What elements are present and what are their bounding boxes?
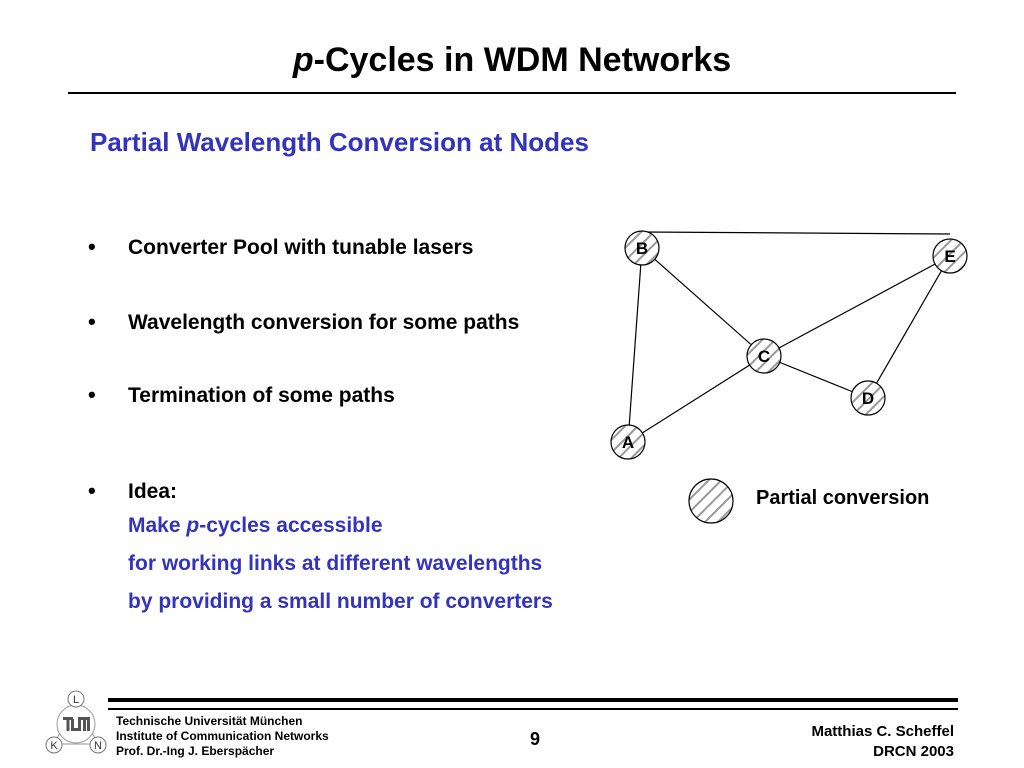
link-c-e [763, 255, 951, 357]
node-c-label: C [758, 347, 770, 366]
logo-letter-l: L [73, 694, 79, 706]
institute-logo-icon: L K N [45, 690, 107, 754]
slide-title: p-Cycles in WDM Networks [0, 38, 1024, 82]
link-c-d [763, 355, 869, 399]
footer-divider-thin [108, 708, 958, 710]
legend-label: Partial conversion [756, 487, 930, 509]
title-italic-p: p [292, 41, 314, 79]
footer-divider-thick [108, 698, 958, 702]
idea-line-3: by providing a small number of converter… [128, 590, 553, 613]
node-c: C [746, 338, 782, 374]
bullet-wavelength-conversion: Wavelength conversion for some paths [128, 311, 520, 334]
bullet-marker: • [88, 382, 96, 407]
footer-author: Matthias C. Scheffel [811, 723, 954, 740]
node-e-label: E [944, 247, 955, 266]
slide-subtitle: Partial Wavelength Conversion at Nodes [90, 127, 589, 157]
footer-institute: Institute of Communication Networks [116, 729, 329, 743]
idea-line-1-post: -cycles accessible [199, 514, 383, 537]
link-a-b [627, 247, 643, 443]
footer-professor: Prof. Dr.-Ing J. Eberspächer [116, 744, 275, 758]
node-d: D [850, 380, 886, 416]
legend-hatched-circle-icon [688, 478, 734, 524]
node-e: E [932, 238, 968, 274]
bullet-marker: • [88, 309, 96, 334]
link-a-c [627, 355, 765, 443]
footer-conference: DRCN 2003 [873, 743, 954, 760]
node-b: B [624, 230, 660, 266]
idea-line-1-italic: p [186, 514, 200, 537]
node-a-label: A [622, 433, 634, 452]
idea-line-1-pre: Make [128, 514, 187, 537]
page-number: 9 [529, 729, 540, 749]
idea-line-2: for working links at different wavelengt… [128, 552, 543, 575]
logo-letter-n: N [94, 740, 102, 752]
footer-university: Technische Universität München [116, 714, 303, 728]
title-rest: -Cycles in WDM Networks [313, 41, 732, 79]
link-d-e [867, 255, 951, 399]
link-b-e [641, 231, 951, 235]
idea-line-1: Make p-cycles accessible [128, 507, 383, 545]
node-b-label: B [636, 239, 648, 258]
bullet-marker: • [88, 234, 96, 259]
bullet-converter-pool: Converter Pool with tunable lasers [128, 236, 474, 259]
bullet-marker: • [88, 478, 96, 503]
bullet-termination: Termination of some paths [128, 384, 395, 407]
link-b-c [641, 247, 765, 357]
logo-letter-k: K [50, 740, 58, 752]
node-d-label: D [862, 389, 874, 408]
title-divider [68, 92, 956, 94]
node-a: A [610, 424, 646, 460]
network-diagram: B E C D A [610, 230, 968, 460]
bullet-idea: Idea: [128, 480, 178, 503]
